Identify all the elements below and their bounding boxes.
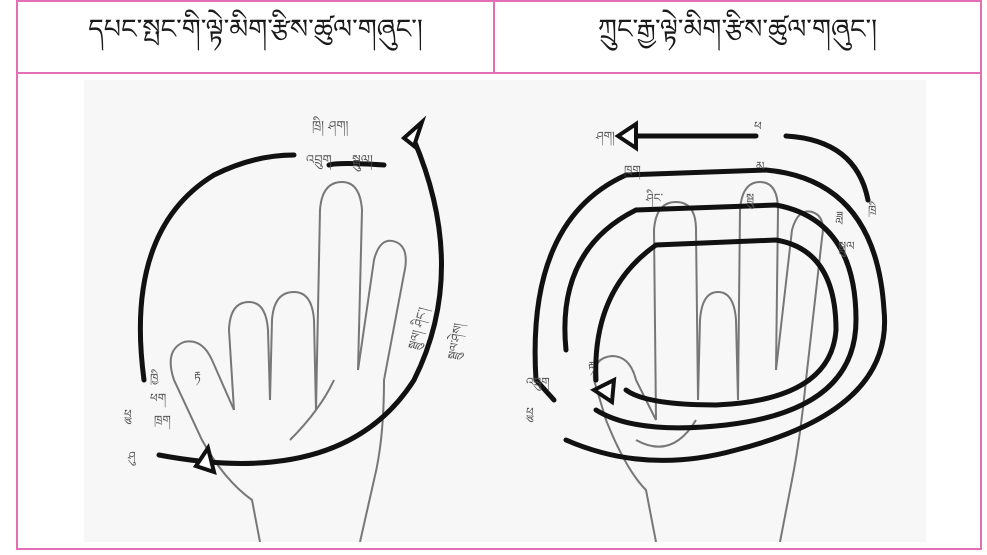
header-left-title: དཔང་སྤང་གི་ལྟེ་མིག་རྩིས་ཚུལ་གཞུང་། [18, 2, 495, 72]
label-left-b: ཁྱི [150, 369, 159, 386]
label-right-b: ཟླ [835, 209, 843, 225]
comparison-table: དཔང་སྤང་གི་ལྟེ་མིག་རྩིས་ཚུལ་གཞུང་། ཀྲུང་… [16, 0, 982, 550]
label-top-pair: ཁྲི། ཤག། [312, 116, 348, 137]
right-hand-diagram: ཤག། ཕ ཁྲག མ ཤིང་ སྦྲུ ཁྲི ཟླ སྦྲུལ འབྲུག… [496, 80, 926, 542]
table-body: ཁྲི། ཤག། འབྲུག སྦྲུལ། སྦྲུལ། ཤིང་། སྦྲུལ… [18, 74, 980, 548]
label-row2-mid: མ [756, 159, 764, 173]
table-header: དཔང་སྤང་གི་ལྟེ་མིག་རྩིས་ཚུལ་གཞུང་། ཀྲུང་… [18, 2, 980, 74]
left-hand-diagram: ཁྲི། ཤག། འབྲུག སྦྲུལ། སྦྲུལ། ཤིང་། སྦྲུལ… [84, 80, 506, 542]
header-right-title: ཀྲུང་རྒྱ་ལྟེ་མིག་རྩིས་ཚུལ་གཞུང་། [495, 2, 980, 72]
label-right-a: ཁྲི [868, 201, 876, 218]
label-top-mid: ཕ [754, 119, 762, 133]
